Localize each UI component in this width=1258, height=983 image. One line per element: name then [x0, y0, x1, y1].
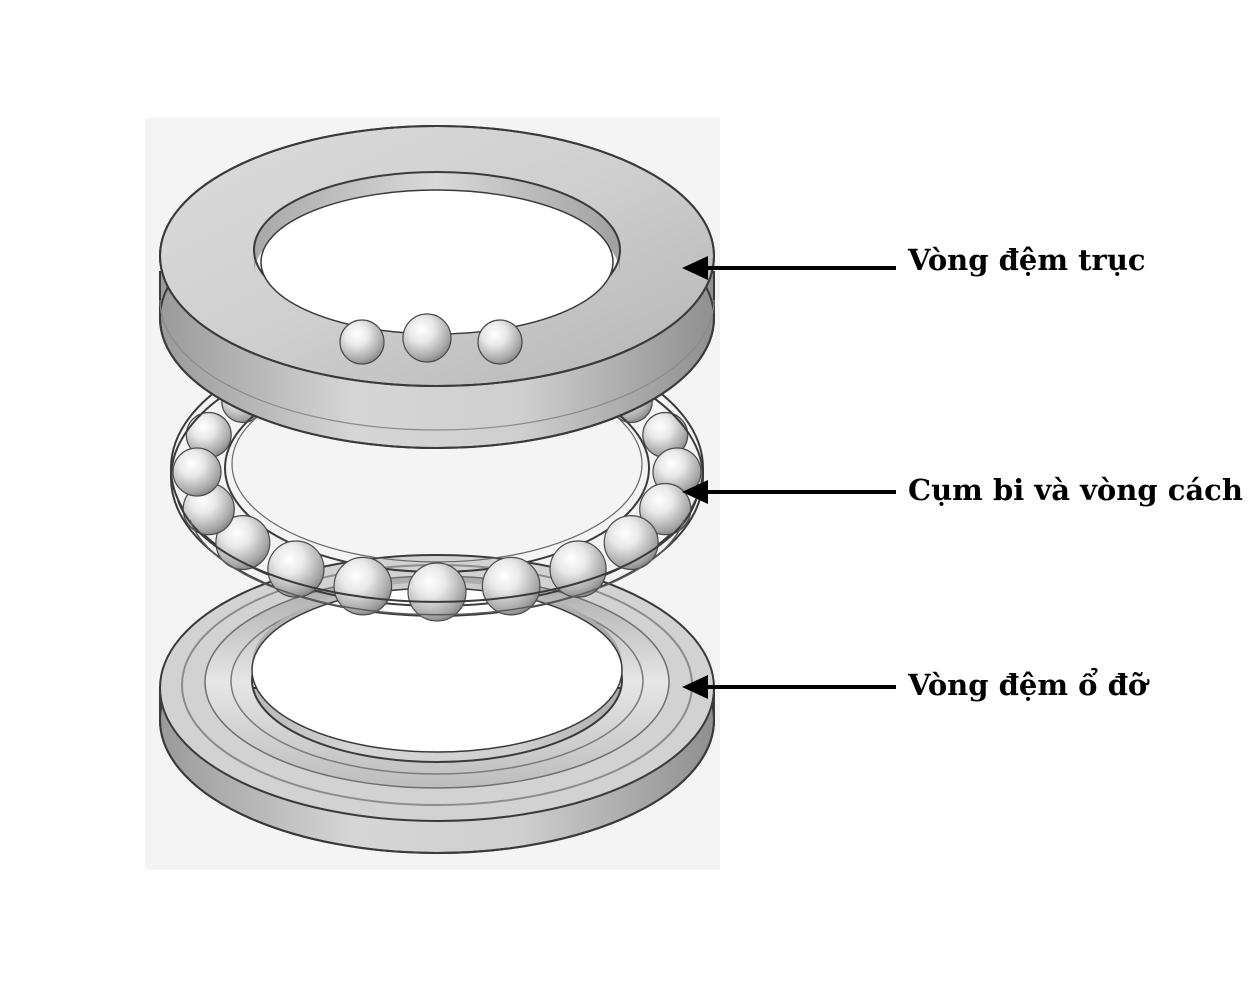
label-ball-cage-assembly: Cụm bi và vòng cách — [908, 476, 1243, 505]
label-shaft-washer: Vòng đệm trục — [908, 246, 1146, 275]
bearing-ball — [403, 314, 451, 362]
bearing-ball — [408, 563, 466, 621]
bearing-ball — [340, 320, 384, 364]
label-housing-washer: Vòng đệm ổ đỡ — [908, 671, 1147, 700]
bearing-ball — [173, 448, 221, 496]
bearing-ball — [478, 320, 522, 364]
shaft-washer — [160, 126, 714, 448]
